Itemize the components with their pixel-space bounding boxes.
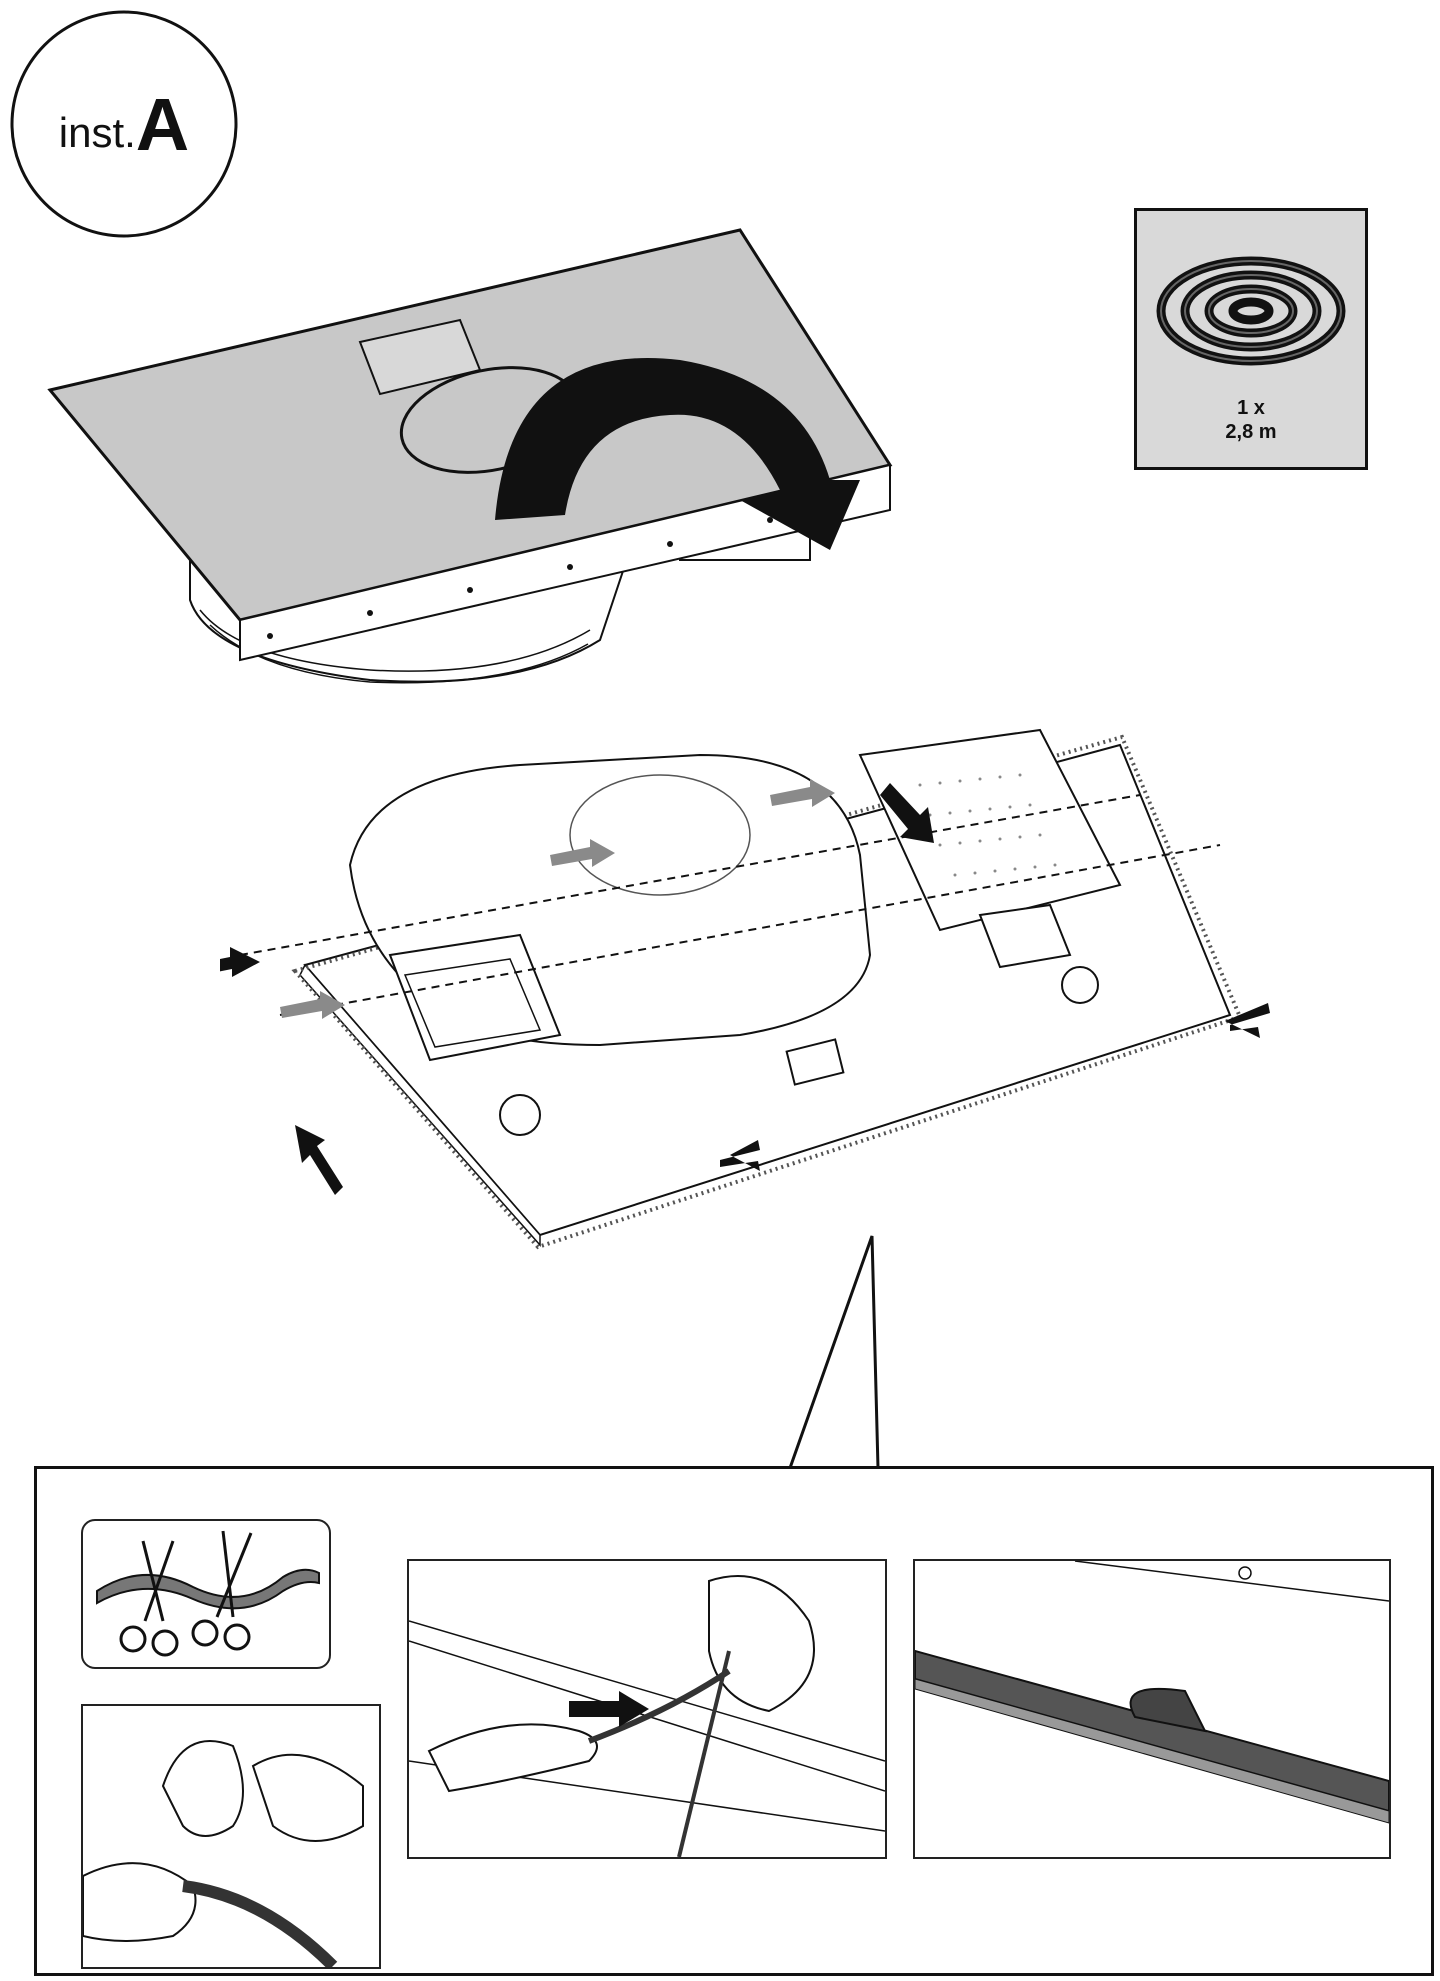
peel-gasket-panel bbox=[81, 1704, 381, 1969]
apply-gasket-illustration bbox=[409, 1575, 885, 1857]
push-arrow-icon bbox=[220, 947, 260, 977]
apply-gasket-panel bbox=[407, 1559, 887, 1859]
step-prefix: inst. bbox=[58, 109, 136, 156]
gasket-box: 1 x 2,8 m bbox=[1134, 208, 1368, 470]
step-label: inst.A bbox=[8, 8, 240, 240]
gasket-length: 2,8 m bbox=[1225, 421, 1277, 443]
rotate-arrow-icon bbox=[495, 358, 860, 550]
callout-connector bbox=[788, 1235, 880, 1469]
finished-gasket-illustration bbox=[915, 1561, 1389, 1824]
detail-frame bbox=[34, 1466, 1434, 1976]
cut-gasket-panel bbox=[81, 1519, 331, 1669]
step-letter: A bbox=[135, 82, 190, 166]
gasket-roll-icon bbox=[1156, 256, 1346, 366]
hand-peel-illustration bbox=[83, 1740, 364, 1967]
hob-underside-illustration bbox=[220, 728, 1270, 1250]
step-badge: inst.A bbox=[8, 8, 240, 240]
gasket-quantity: 1 x bbox=[1237, 397, 1265, 419]
scissors-icon bbox=[96, 1530, 320, 1657]
slide-arrow-icon bbox=[280, 991, 345, 1019]
hob-flip-illustration bbox=[47, 228, 893, 684]
glass-edge bbox=[239, 463, 891, 662]
duct-outlet bbox=[388, 933, 562, 1062]
direction-arrow-icon bbox=[569, 1691, 649, 1727]
electronics-box bbox=[858, 728, 1122, 932]
finished-gasket-panel bbox=[913, 1559, 1391, 1859]
step-circle bbox=[10, 10, 238, 238]
